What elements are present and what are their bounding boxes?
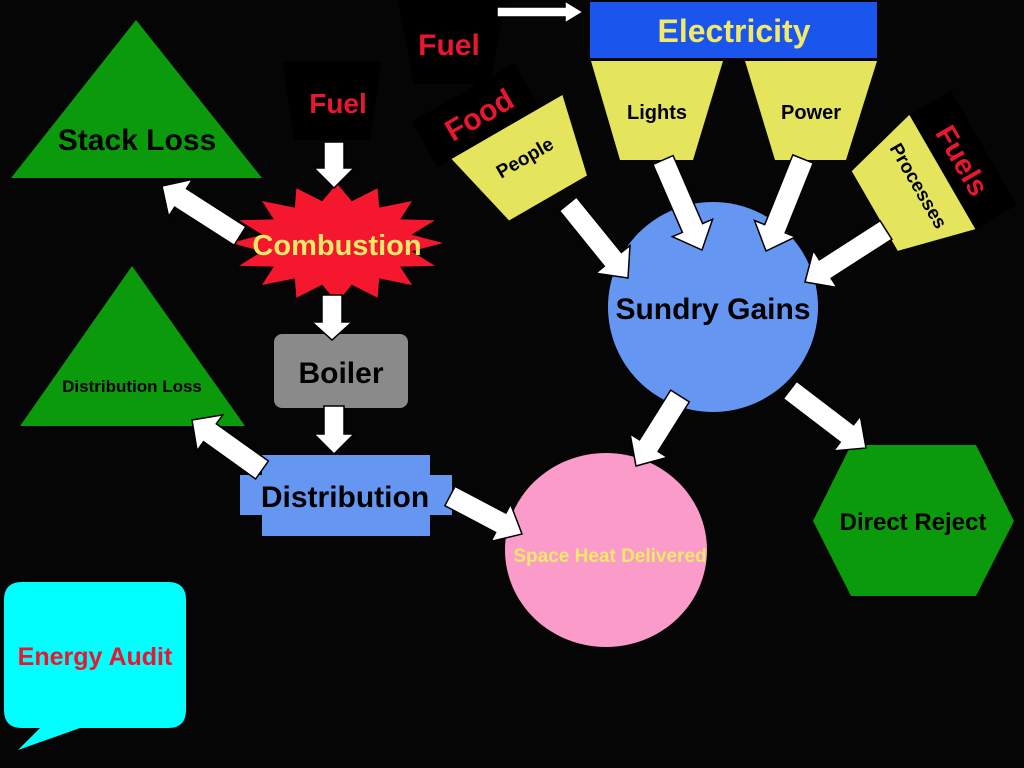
arrow-people-to-sundry-gains: [558, 196, 631, 279]
arrow-combustion-to-boiler: [310, 294, 354, 342]
combustion-label: Combustion: [252, 230, 421, 262]
distribution-node: Distribution: [240, 455, 452, 536]
arrow-processes-to-sundry-gains: [804, 219, 893, 289]
flow-arrows: [161, 0, 893, 543]
arrow-combustion-to-stack-loss: [161, 178, 247, 247]
fuel-top-node: Fuel: [398, 0, 505, 84]
combustion-node: Combustion: [231, 183, 443, 303]
power-label: Power: [781, 102, 841, 124]
arrow-power-to-sundry-gains: [753, 153, 815, 253]
distribution-loss-node: Distribution Loss: [20, 266, 245, 426]
arrow-sundry-gains-to-direct-reject: [782, 380, 867, 452]
distribution-loss-label: Distribution Loss: [62, 377, 202, 396]
direct-reject-label: Direct Reject: [840, 509, 987, 536]
fuel-left-node: Fuel: [283, 62, 381, 140]
sundry-gains-label: Sundry Gains: [615, 293, 810, 326]
energy-audit-callout: Energy Audit: [4, 582, 186, 750]
arrow-fuel-to-electricity: [496, 0, 585, 25]
arrow-distribution-to-space-heat: [443, 485, 524, 543]
distribution-label: Distribution: [261, 481, 429, 514]
direct-reject-node: Direct Reject: [813, 445, 1014, 596]
energy-audit-label: Energy Audit: [18, 643, 173, 671]
stack-loss-node: Stack Loss: [11, 20, 262, 178]
arrow-boiler-to-distribution: [312, 405, 356, 456]
electricity-label: Electricity: [658, 13, 811, 49]
lights-label: Lights: [627, 102, 687, 124]
boiler-label: Boiler: [298, 357, 383, 390]
sundry-gains-node: Sundry Gains: [608, 202, 818, 412]
arrow-distribution-to-distribution-loss: [191, 413, 270, 481]
arrow-fuel-to-combustion: [312, 141, 356, 190]
fuel-top-label: Fuel: [418, 29, 480, 62]
electricity-node: Electricity: [590, 2, 877, 58]
lights-node: Lights: [591, 61, 723, 160]
stack-loss-label: Stack Loss: [58, 124, 216, 157]
arrow-lights-to-sundry-gains: [651, 154, 714, 252]
fuels-processes-node: Fuels Processes: [851, 90, 1017, 251]
food-people-node: Food People: [411, 62, 587, 221]
power-node: Power: [745, 61, 877, 160]
space-heat-delivered-node: Space Heat Delivered: [505, 453, 707, 647]
fuel-left-label: Fuel: [309, 88, 367, 119]
arrow-sundry-gains-to-space-heat: [629, 389, 691, 467]
boiler-node: Boiler: [274, 334, 408, 408]
space-heat-delivered-label: Space Heat Delivered: [513, 546, 706, 567]
